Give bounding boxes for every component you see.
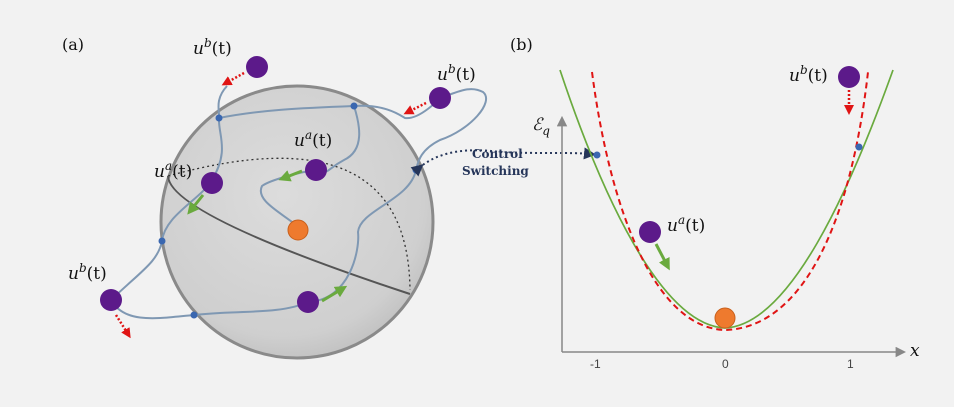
particle-ua-left (201, 172, 223, 194)
arrow-red-bottom (114, 314, 131, 339)
particle-ua (639, 221, 661, 243)
crossing-dot (158, 237, 166, 245)
green-potential-curve (559, 69, 894, 329)
crossing-dot (412, 166, 420, 174)
x-tick-0: 0 (722, 357, 729, 371)
particle-ub-right (429, 87, 451, 109)
target-ball (287, 219, 309, 241)
arrow-green-ua (654, 243, 670, 271)
arrow-green-center (278, 169, 303, 182)
label-ub-bottom: ub(t) (68, 261, 107, 284)
panel-b-label: (b) (510, 35, 533, 54)
panel-b: (b) ℰq x -1 0 1 ua(t) ub(t) (510, 35, 920, 371)
control-switching-arrow (410, 147, 596, 177)
particle-ub-bottom (100, 289, 122, 311)
arrow-green-left (187, 194, 205, 215)
crossing-dot (215, 114, 223, 122)
panel-a-label: (a) (62, 35, 84, 54)
y-axis-label: ℰq (532, 115, 550, 138)
particle-ua-center (305, 159, 327, 181)
label-ua: ua(t) (667, 213, 705, 236)
particle-ub-top (246, 56, 268, 78)
x-axis-label: x (910, 341, 920, 361)
x-tick-neg1: -1 (590, 357, 601, 371)
label-ub-right: ub(t) (437, 62, 476, 85)
label-ua-left: ua(t) (154, 159, 192, 182)
particle-bottom (297, 291, 319, 313)
particle-ub (838, 66, 860, 88)
arrow-green-bottom (321, 285, 348, 303)
control-switching-line1: Control (472, 147, 523, 161)
x-tick-1: 1 (847, 357, 854, 371)
switch-point-left (593, 151, 601, 159)
crossing-dot (190, 311, 198, 319)
control-switching: Control Switching (410, 147, 596, 178)
label-ua-center: ua(t) (294, 128, 332, 151)
control-switching-line2: Switching (462, 164, 529, 178)
label-ub: ub(t) (789, 63, 828, 86)
switch-point-right (855, 143, 863, 151)
label-ub-top: ub(t) (193, 36, 232, 59)
equator-back (167, 157, 411, 291)
arrow-red-top (221, 71, 245, 86)
crossing-dot (350, 102, 358, 110)
red-potential-curve (591, 71, 869, 332)
arrow-red-right (403, 101, 427, 115)
panel-a: (a) ub(t) ub(t) ua(t) ua(t) (62, 35, 488, 360)
equator-front (167, 175, 411, 295)
minimum-ball (714, 307, 736, 329)
